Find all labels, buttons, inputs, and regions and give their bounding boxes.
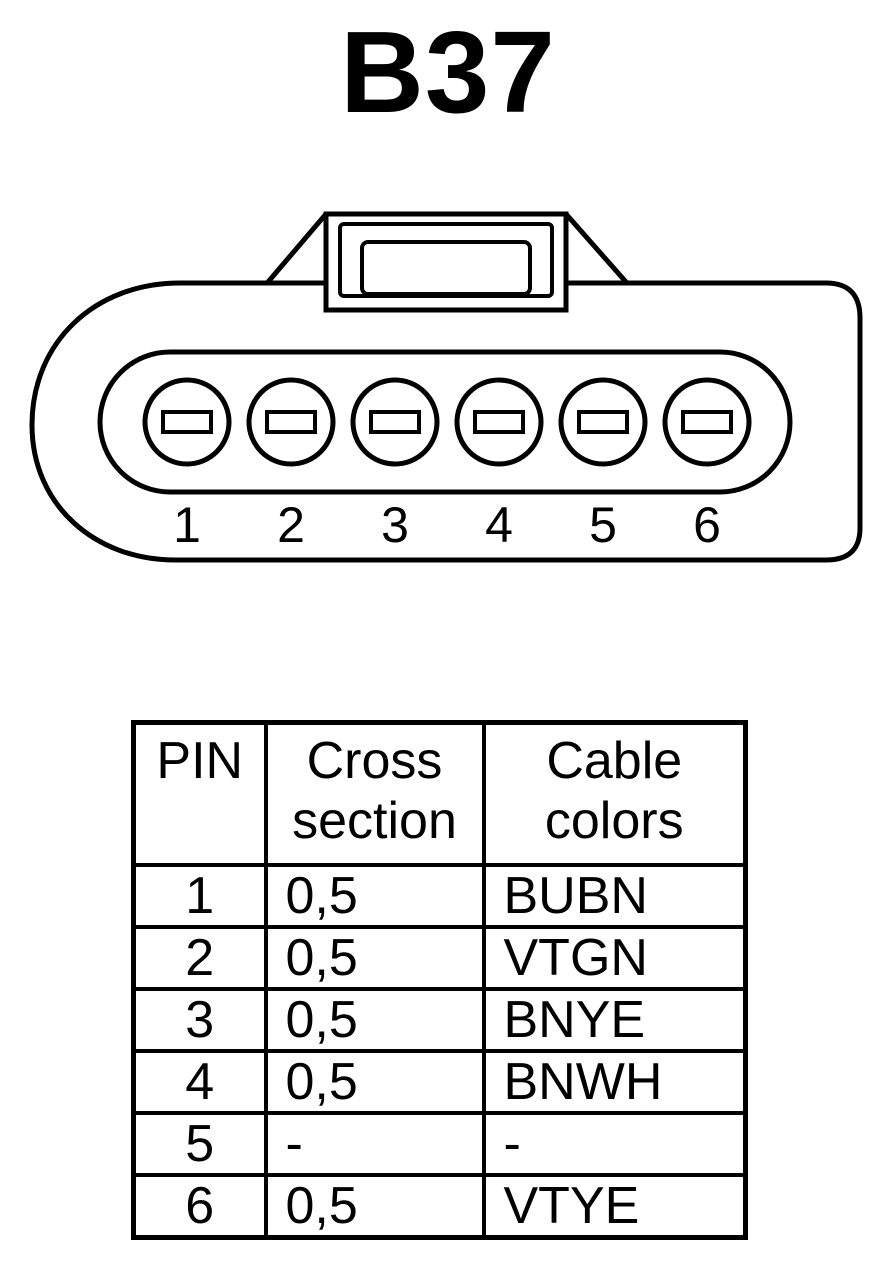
header-pin: PIN — [131, 720, 268, 867]
cell-cross-section: - — [263, 1111, 486, 1177]
pin-contact — [369, 410, 421, 434]
pin-number-label: 6 — [693, 497, 721, 553]
cell-cable-color: BUBN — [481, 863, 748, 929]
table-row: 6 0,5 VTYE — [131, 1173, 748, 1240]
pin-contact — [473, 410, 525, 434]
header-cable-colors: Cable colors — [481, 720, 748, 867]
cell-cable-color: - — [481, 1111, 748, 1177]
table-row: 5 - - — [131, 1111, 748, 1177]
header-color-line2: colors — [544, 792, 684, 850]
table-row: 1 0,5 BUBN — [131, 863, 748, 929]
pin-number-label: 2 — [277, 497, 305, 553]
cell-pin: 6 — [131, 1173, 268, 1240]
connector-diagram: 1 2 3 4 5 6 — [29, 211, 863, 563]
pin-contact — [577, 410, 629, 434]
connector-latch-window — [360, 240, 532, 296]
cell-cable-color: VTYE — [481, 1173, 748, 1240]
cell-cable-color: VTGN — [481, 925, 748, 991]
table-row: 3 0,5 BNYE — [131, 987, 748, 1053]
cell-cross-section: 0,5 — [263, 1049, 486, 1115]
header-pin-label: PIN — [156, 732, 244, 790]
pin-contact — [265, 410, 317, 434]
cell-cable-color: BNYE — [481, 987, 748, 1053]
cell-cross-section: 0,5 — [263, 1173, 486, 1240]
header-cross-line2: section — [292, 792, 457, 850]
cell-cross-section: 0,5 — [263, 863, 486, 929]
pin-contact — [681, 410, 733, 434]
cell-pin: 2 — [131, 925, 268, 991]
header-cross-line1: Cross — [306, 732, 443, 790]
pin-number-label: 5 — [589, 497, 617, 553]
cell-pin: 1 — [131, 863, 268, 929]
table-row: 2 0,5 VTGN — [131, 925, 748, 991]
cell-cable-color: BNWH — [481, 1049, 748, 1115]
cell-pin: 3 — [131, 987, 268, 1053]
cell-pin: 5 — [131, 1111, 268, 1177]
cell-cross-section: 0,5 — [263, 987, 486, 1053]
pin-number-label: 3 — [381, 497, 409, 553]
table-header-row: PIN Cross section Cable colors — [131, 720, 748, 867]
pin-label-group: 1 2 3 4 5 6 — [173, 497, 721, 553]
cell-cross-section: 0,5 — [263, 925, 486, 991]
pin-contact — [161, 410, 213, 434]
header-color-line1: Cable — [546, 732, 683, 790]
pin-number-label: 1 — [173, 497, 201, 553]
pin-group — [142, 377, 752, 467]
pin-number-label: 4 — [485, 497, 513, 553]
connector-title: B37 — [340, 7, 556, 137]
table-row: 4 0,5 BNWH — [131, 1049, 748, 1115]
pin-assignment-table: PIN Cross section Cable colors 1 0,5 BUB… — [131, 720, 748, 1240]
header-cross-section: Cross section — [263, 720, 486, 867]
cell-pin: 4 — [131, 1049, 268, 1115]
